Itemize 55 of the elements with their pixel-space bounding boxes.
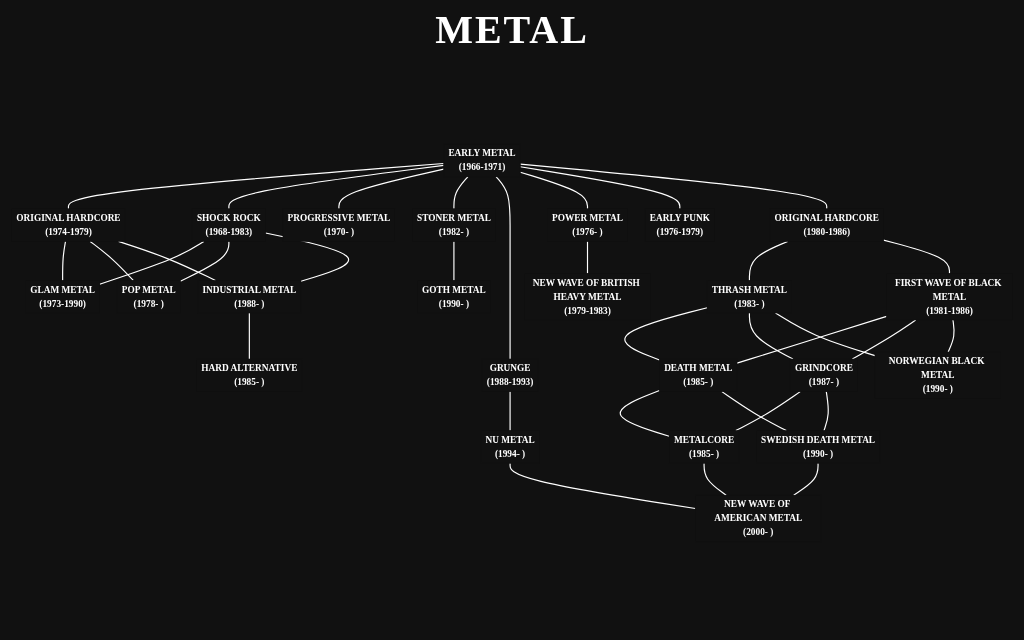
node-text: POP METAL (1978- ): [121, 284, 176, 309]
connector: [519, 163, 828, 210]
connector: [67, 162, 445, 210]
connector: [851, 319, 917, 360]
node-text: DEATH METAL (1985- ): [664, 363, 733, 387]
connector: [736, 315, 888, 364]
node-text: SWEDISH DEATH METAL (1990- ): [761, 434, 876, 459]
connector: [793, 462, 819, 496]
node-text: INDUSTRIAL METAL (1988- ): [202, 284, 297, 309]
connector: [735, 391, 801, 432]
node-text: GOTH METAL (1990- ): [422, 284, 486, 309]
node-text: GRINDCORE (1987- ): [794, 363, 853, 387]
diagram-title: METAL: [434, 6, 590, 53]
connector: [774, 312, 876, 357]
connector: [99, 240, 205, 285]
connector: [519, 171, 589, 210]
connector: [947, 319, 955, 353]
node-text: STONER METAL (1982- ): [416, 212, 491, 237]
connector: [453, 176, 469, 210]
node-text: FIRST WAVE OF BLACK METAL (1981-1986): [895, 277, 1002, 316]
connector: [179, 240, 230, 282]
connector: [721, 391, 787, 432]
node-text: EARLY METAL (1966-1971): [448, 148, 516, 173]
connector: [624, 307, 708, 361]
connector: [228, 164, 445, 210]
node-text: GRUNGE (1988-1993): [486, 363, 534, 387]
connector: [495, 176, 511, 360]
connector: [823, 391, 829, 432]
connector: [519, 166, 681, 210]
node-text: HARD ALTERNATIVE (1985- ): [201, 363, 298, 387]
connector: [453, 240, 455, 281]
node-text: NU METAL (1994- ): [485, 434, 535, 459]
node-text: METALCORE (1985- ): [673, 434, 735, 459]
connector: [89, 240, 134, 281]
connector: [748, 312, 794, 360]
connector: [62, 240, 67, 281]
connector: [882, 239, 951, 274]
node-text: POWER METAL (1976- ): [552, 212, 623, 237]
node-text: NORWEGIAN BLACK METAL (1990- ): [888, 356, 985, 394]
connector: [338, 168, 445, 210]
node-text: EARLY PUNK (1976-1979): [649, 212, 710, 237]
node-text: GLAM METAL (1973-1990): [30, 284, 96, 309]
connector: [619, 389, 670, 437]
connector: [748, 240, 789, 281]
connector: [509, 462, 696, 510]
node-text: ORIGINAL HARDCORE (1980-1986): [774, 212, 879, 237]
node-text: NEW WAVE OF BRITISH HEAVY METAL (1979-1983): [532, 277, 640, 316]
connector: [509, 391, 511, 432]
connector: [586, 240, 589, 274]
node-text: NEW WAVE OF AMERICAN METAL (2000- ): [714, 499, 803, 538]
connector: [248, 312, 250, 360]
node-text: ORIGINAL HARDCORE (1974-1979): [16, 212, 121, 237]
node-text: THRASH METAL (1983- ): [711, 284, 787, 309]
node-text: SHOCK ROCK (1968-1983): [196, 212, 261, 237]
connector: [703, 462, 727, 496]
